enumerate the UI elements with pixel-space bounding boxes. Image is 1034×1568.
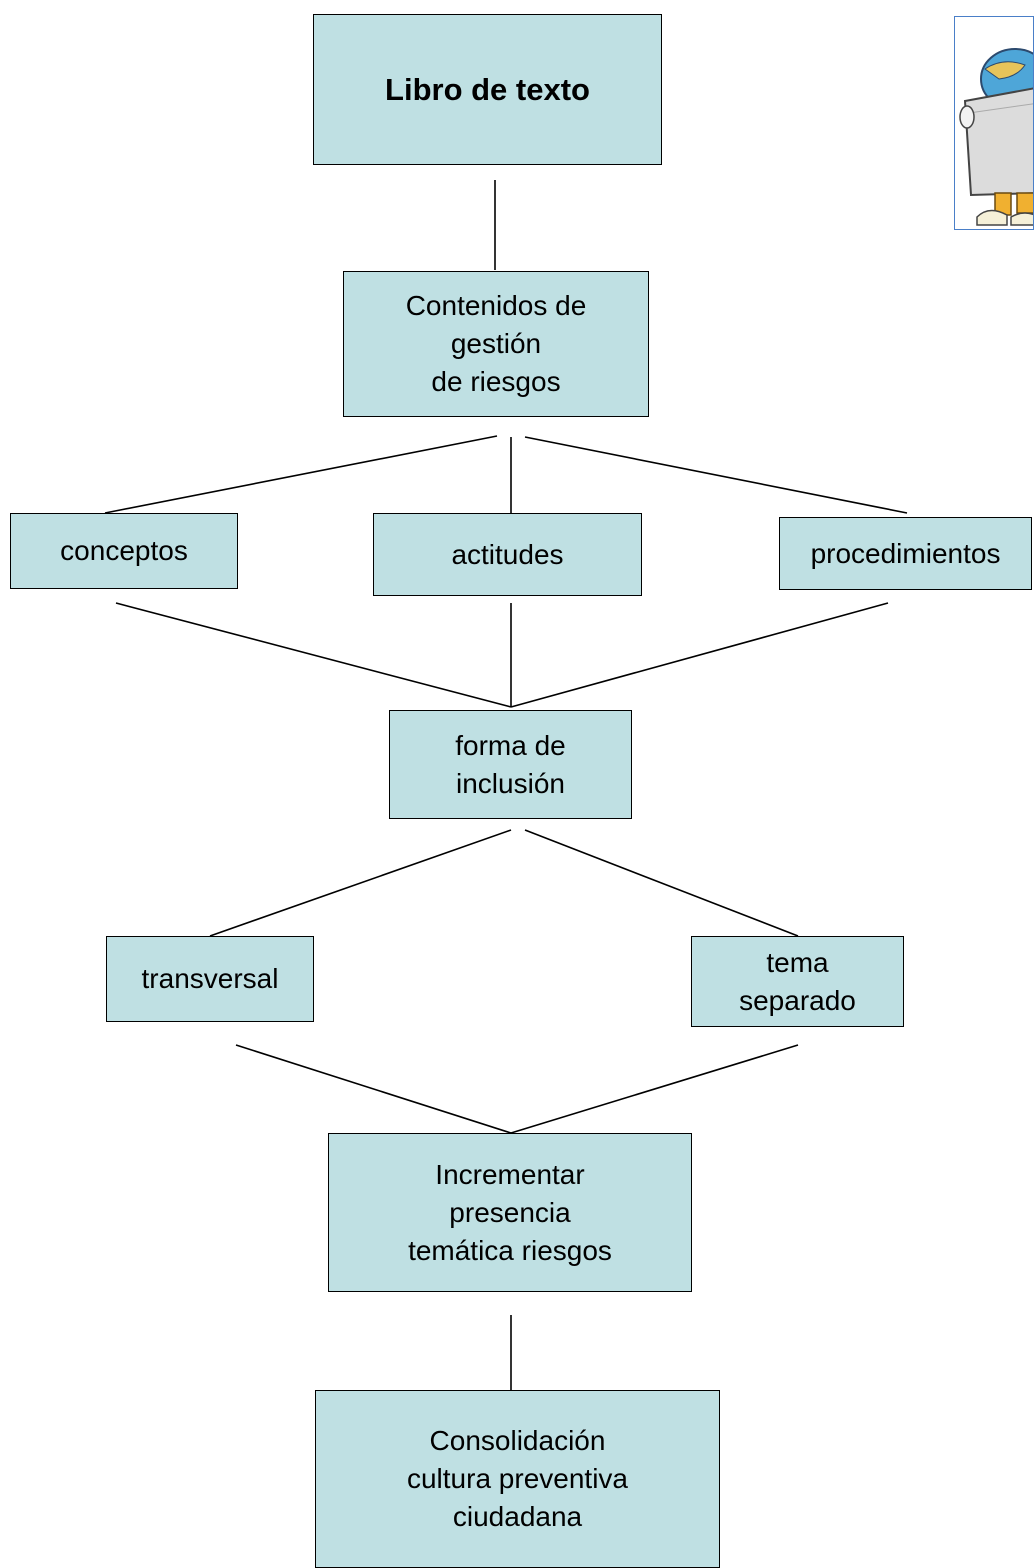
node-consolidacion-label: Consolidación cultura preventiva ciudada… xyxy=(406,1425,628,1532)
connector-procedimientos-forma xyxy=(510,602,889,708)
node-tema-separado: tema separado xyxy=(691,936,904,1027)
cartoon-character-holding-sign-icon xyxy=(959,48,1033,226)
connector-forma-transversal xyxy=(209,829,512,937)
node-transversal-label: transversal xyxy=(141,963,279,994)
node-conceptos-label: conceptos xyxy=(60,535,188,566)
node-incrementar: Incrementar presencia temática riesgos xyxy=(328,1133,692,1292)
node-forma-de-inclusion-label: forma de inclusión xyxy=(455,729,566,799)
node-libro-de-texto-label: Libro de texto xyxy=(385,71,590,107)
node-actitudes-label: actitudes xyxy=(451,538,564,570)
node-procedimientos: procedimientos xyxy=(779,517,1032,590)
connector-contenidos-procedimientos xyxy=(524,436,908,514)
node-consolidacion: Consolidación cultura preventiva ciudada… xyxy=(315,1390,720,1568)
connector-contenidos-conceptos xyxy=(104,435,498,514)
connector-conceptos-forma xyxy=(115,602,512,708)
node-procedimientos-label: procedimientos xyxy=(810,537,1001,569)
node-conceptos: conceptos xyxy=(10,513,238,589)
node-tema-separado-label: tema separado xyxy=(739,946,856,1016)
node-forma-de-inclusion: forma de inclusión xyxy=(389,710,632,819)
connector-tema-incrementar xyxy=(510,1044,799,1134)
connector-forma-tema xyxy=(524,829,799,937)
node-libro-de-texto: Libro de texto xyxy=(313,14,662,165)
clipart-frame xyxy=(954,16,1034,230)
node-contenidos: Contenidos de gestión de riesgos xyxy=(343,271,649,417)
connector-transversal-incrementar xyxy=(235,1044,512,1134)
node-incrementar-label: Incrementar presencia temática riesgos xyxy=(408,1158,612,1266)
node-actitudes: actitudes xyxy=(373,513,642,596)
node-contenidos-label: Contenidos de gestión de riesgos xyxy=(405,290,587,397)
node-transversal: transversal xyxy=(106,936,314,1022)
